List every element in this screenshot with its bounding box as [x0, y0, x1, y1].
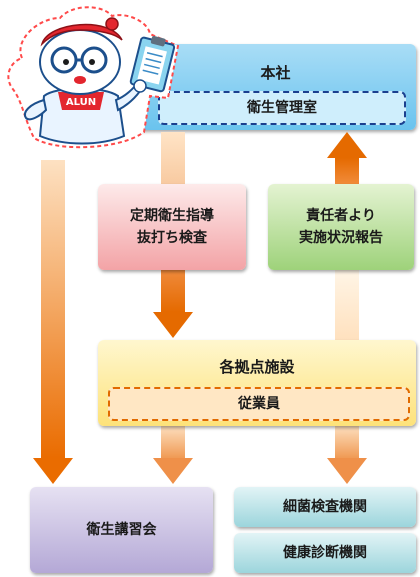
mascot-badge-text: ALUN [66, 97, 96, 108]
headquarters-label: 本社 [260, 64, 291, 82]
employees-box: 従業員 [108, 387, 410, 421]
report-arrow-head [327, 132, 367, 158]
health-clinic-box: 健康診断機関 [234, 533, 416, 573]
facilities-label: 各拠点施設 [219, 358, 295, 376]
facility-to-agency-arrow-shaft [335, 425, 359, 458]
inspection-arrow-head [153, 312, 193, 338]
seminar-arrow-head [33, 458, 73, 484]
report-arrow-shaft [335, 158, 359, 186]
facility-to-seminar-arrow-shaft [161, 425, 185, 458]
bacteria-lab-box: 細菌検査機関 [234, 487, 416, 527]
hygiene-office-box: 衛生管理室 [158, 91, 406, 125]
facility-to-seminar-arrow-head [153, 458, 193, 484]
inspection-box: 定期衛生指導 抜打ち検査 [98, 184, 246, 270]
report-box: 責任者より 実施状況報告 [268, 184, 414, 270]
inspection-arrow-shaft [161, 270, 185, 312]
seminar-box: 衛生講習会 [30, 487, 213, 573]
seminar-arrow-shaft [41, 160, 65, 458]
mascot-doctor-icon: ALUN [7, 6, 180, 149]
report-line1: 責任者より [306, 208, 376, 224]
inspection-line1: 定期衛生指導 [130, 208, 214, 224]
inspection-line2: 抜打ち検査 [137, 230, 207, 246]
report-arrow-shaft-lower [335, 270, 359, 342]
inspection-arrow-shaft-top [161, 132, 185, 192]
report-line2: 実施状況報告 [299, 230, 383, 246]
facility-to-agency-arrow-head [327, 458, 367, 484]
